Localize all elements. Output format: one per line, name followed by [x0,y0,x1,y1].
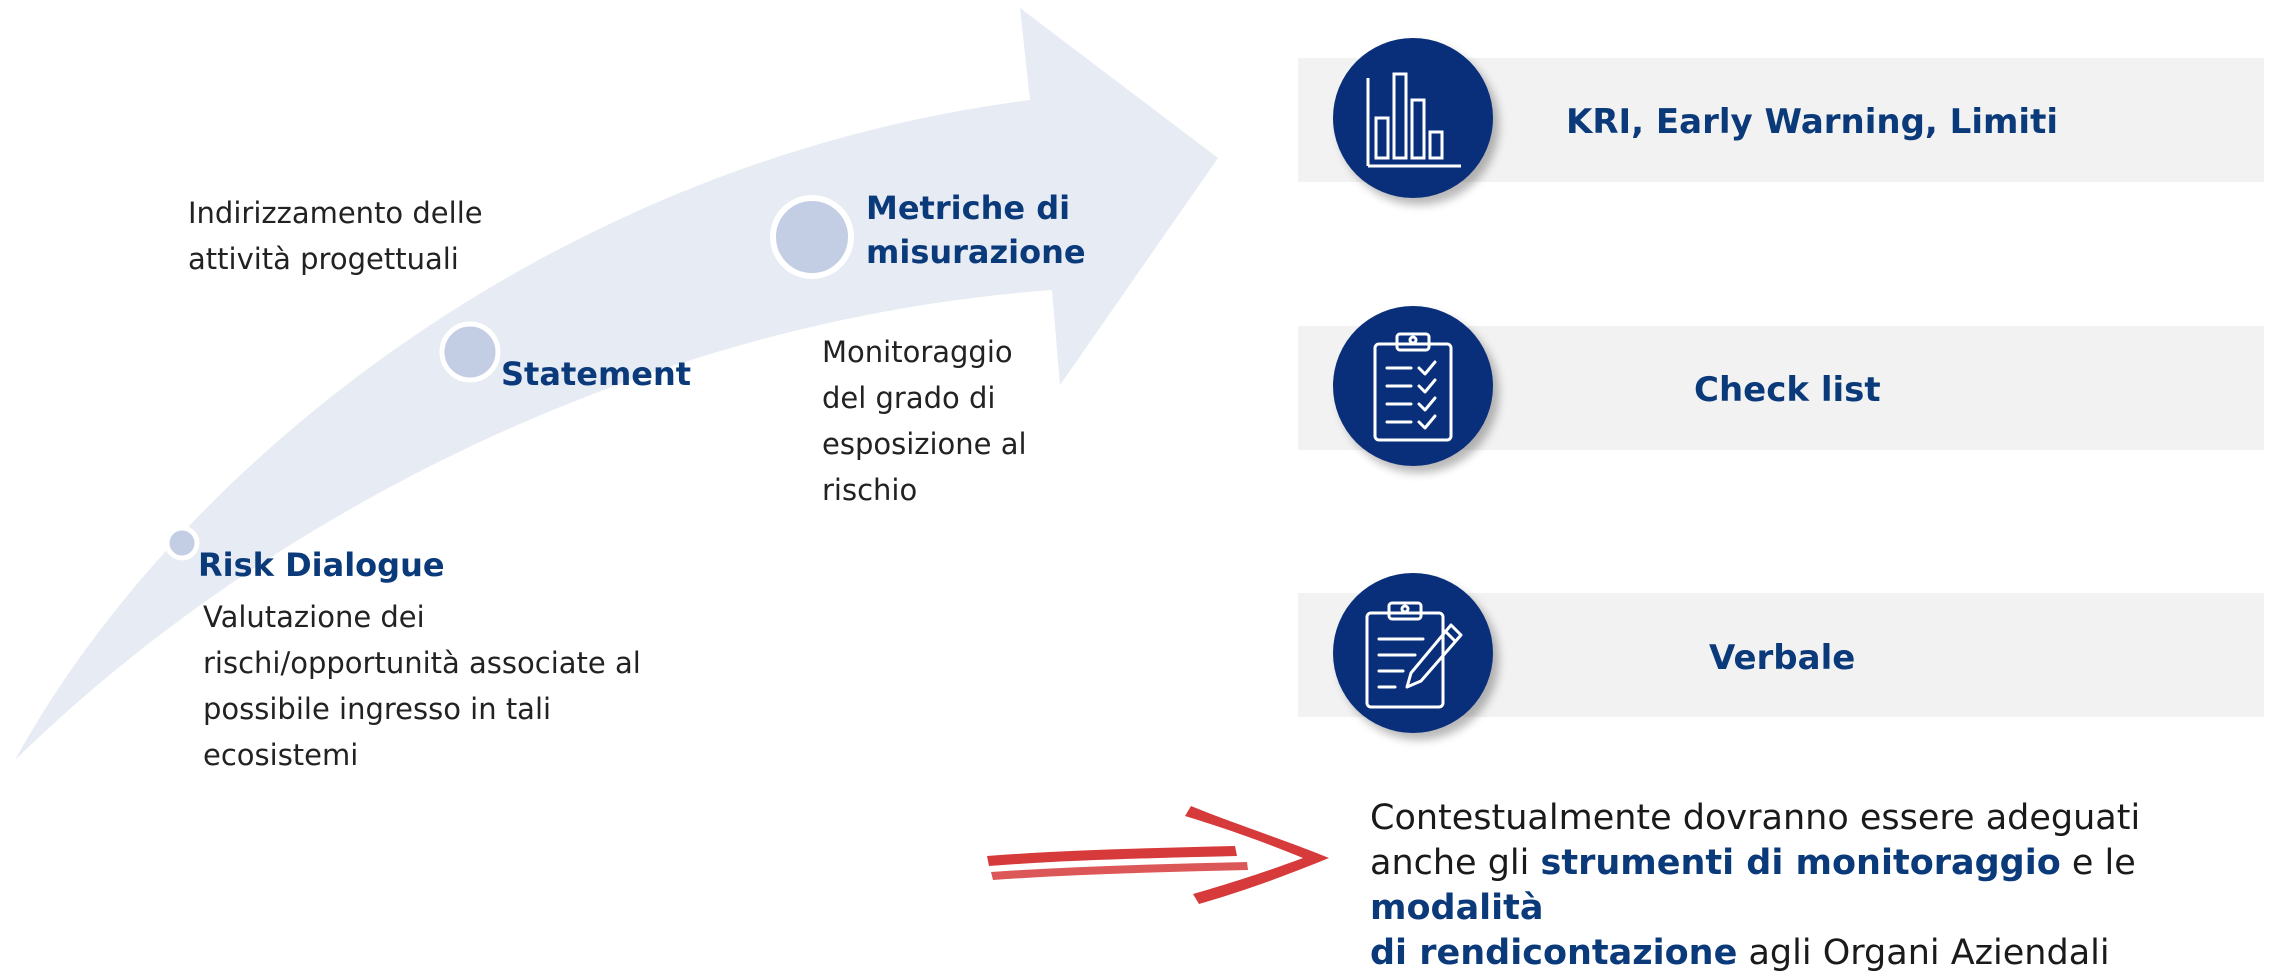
conclusion-line-1: Contestualmente dovranno essere adeguati [1370,798,2141,838]
step-dot-statement [439,321,501,383]
step-title-statement: Statement [501,355,692,393]
step-dot-metriche [770,195,854,279]
red-arrow-icon [987,806,1329,904]
step-description-statement: Indirizzamento delle attività progettual… [188,190,483,282]
clipboard-pen-icon [1333,573,1493,733]
checklist-clipboard-icon [1333,306,1493,466]
highlight-strumenti: strumenti di monitoraggio [1540,843,2061,883]
tool-label-verbale: Verbale [1709,638,1856,678]
curved-progress-arrow [15,8,1218,760]
conclusion-text-fragment: agli Organi Aziendali [1737,933,2110,973]
description-line: del grado di [822,381,996,415]
bar-chart-icon [1333,38,1493,198]
tool-label-checklist: Check list [1694,370,1881,410]
title-line: Metriche di [866,189,1071,227]
description-line: possibile ingresso in tali [203,692,552,726]
conclusion-line-3: di rendicontazione agli Organi Aziendali [1370,931,2270,976]
conclusion-text-fragment: e le [2060,843,2136,883]
step-description-risk-dialogue: Valutazione dei rischi/opportunità assoc… [203,594,641,778]
tool-label-kri: KRI, Early Warning, Limiti [1566,102,2058,142]
description-line: Monitoraggio [822,335,1013,369]
description-line: Indirizzamento delle [188,196,483,230]
conclusion-text-fragment: anche gli [1370,843,1541,883]
description-line: attività progettuali [188,242,459,276]
step-title-metriche: Metriche di misurazione [866,186,1086,274]
title-line: misurazione [866,233,1086,271]
conclusion-text: Contestualmente dovranno essere adeguati… [1370,796,2270,976]
description-line: Valutazione dei [203,600,425,634]
description-line: rischio [822,473,918,507]
description-line: esposizione al [822,427,1027,461]
step-description-metriche: Monitoraggio del grado di esposizione al… [822,329,1027,513]
conclusion-line-2: anche gli strumenti di monitoraggio e le… [1370,841,2270,931]
description-line: rischi/opportunità associate al [203,646,641,680]
highlight-rendicontazione: di rendicontazione [1370,933,1738,973]
step-dot-risk-dialogue [164,525,200,561]
step-title-risk-dialogue: Risk Dialogue [198,546,445,584]
description-line: ecosistemi [203,738,359,772]
highlight-modalita: modalità [1370,888,1544,928]
